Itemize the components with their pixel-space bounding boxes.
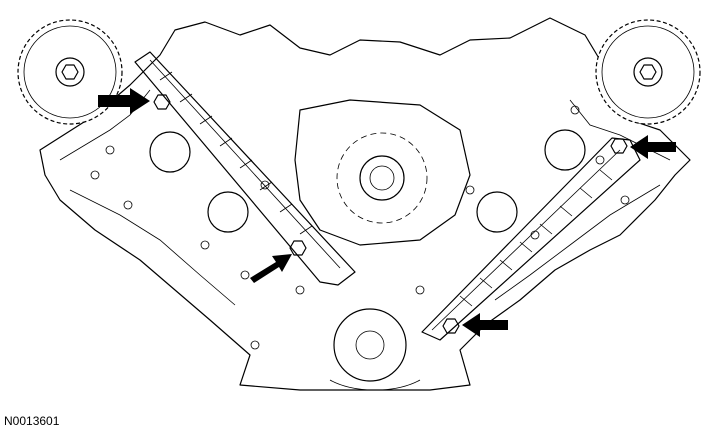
right-chain-guide bbox=[421, 137, 641, 341]
left-lower-bolt bbox=[289, 240, 307, 256]
center-pump-housing bbox=[294, 99, 471, 246]
block-inner-right bbox=[494, 99, 671, 301]
right-upper-bolt-arrow bbox=[630, 135, 676, 159]
engine-block-outline bbox=[39, 17, 691, 391]
left-upper-bolt-arrow bbox=[98, 88, 150, 114]
block-inner-left bbox=[59, 89, 236, 306]
right-upper-bolt bbox=[610, 138, 628, 154]
right-lower-bolt bbox=[442, 318, 460, 334]
left-lower-bolt-arrow bbox=[250, 254, 292, 283]
right-lower-bolt-arrow bbox=[462, 313, 508, 337]
block-bolt-holes bbox=[90, 105, 630, 350]
left-bore-lower bbox=[207, 191, 249, 233]
crankshaft-pulley-area bbox=[329, 308, 421, 391]
left-upper-bolt bbox=[153, 94, 171, 110]
right-camshaft-sprocket bbox=[595, 19, 701, 125]
left-chain-guide bbox=[134, 51, 356, 286]
right-bore-lower bbox=[476, 191, 518, 233]
right-bore-upper bbox=[544, 129, 586, 171]
figure-reference-id: N0013601 bbox=[4, 414, 60, 428]
left-camshaft-sprocket bbox=[17, 19, 123, 125]
left-bore-upper bbox=[149, 131, 191, 173]
